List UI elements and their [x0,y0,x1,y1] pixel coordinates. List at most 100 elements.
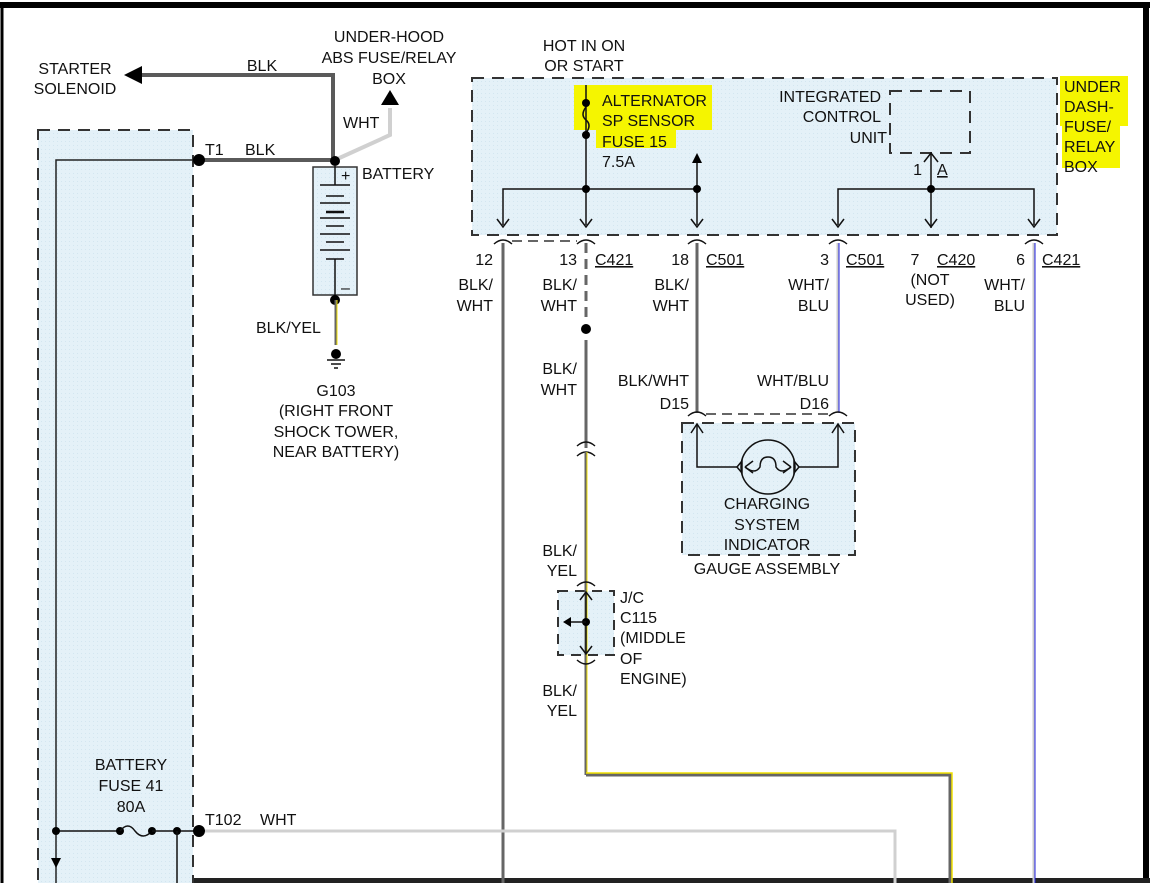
wire-blk-yel-return-stripe [586,772,953,883]
connector-c421-right: C421 [1042,252,1080,269]
indicator-label-1: CHARGING [724,496,810,513]
connector-arrows [493,218,1044,245]
jc-label-1: J/C [620,590,644,607]
wire-13-lower-label-2: WHT [541,382,578,399]
gauge-assembly-box [681,422,856,556]
jc-upper-wire-2: YEL [547,563,577,580]
bus-node-3 [927,185,935,193]
gauge-wire-left [696,425,737,468]
jc-label-2: C115 [620,610,657,627]
fuse-highlight-2 [596,128,676,148]
jc-lower-wire-2: YEL [547,703,577,720]
jc-upper-wire-1: BLK/ [542,543,577,560]
integrated-control-unit-box [889,90,971,154]
icu-label-1: INTEGRATED [779,89,881,106]
indicator-label-3: INDICATOR [724,537,811,554]
indicator-lamp-icon [736,439,800,495]
wire-13-lower-label-1: BLK/ [542,361,577,378]
gauge-arrow-right [831,422,845,434]
pin-18: 18 [671,252,689,269]
fuse-top-dot [582,99,590,107]
t1-label: T1 [205,142,224,159]
battery-label: BATTERY [362,166,435,183]
wire-bus-right [837,188,1035,225]
pin-7-note-2: USED) [905,292,955,309]
gauge-assembly-label: GAUGE ASSEMBLY [694,561,841,578]
jc-label-5: ENGINE) [620,671,687,688]
pin-13: 13 [559,252,577,269]
t102-wire-label: WHT [260,812,297,829]
abs-box-label-3: BOX [372,71,406,88]
battery-positive-dot [330,156,340,166]
battery-fuse-label-2: FUSE 41 [99,778,164,795]
wire-12-label-2: WHT [457,298,494,315]
box-label-highlight-2 [1062,124,1120,168]
icu-arrow-icon [923,151,939,163]
fuse-label-3: FUSE 15 [602,134,667,151]
pin-6: 6 [1016,252,1025,269]
wire-internal-left [55,159,199,883]
ground-label-1: G103 [316,383,355,400]
box-label-1: UNDER [1064,79,1121,96]
wire-abs-wht [334,108,392,162]
wire-6-label-2: BLU [994,298,1025,315]
jc-label-3: (MIDDLE [620,630,686,647]
wire-t102-wht [205,829,897,883]
ground-wire-label: BLK/YEL [256,320,321,337]
box-label-2: DASH- [1064,99,1114,116]
box-label-5: BOX [1064,159,1098,176]
t1-wire-label: BLK [245,142,276,159]
bus-node-2 [693,185,701,193]
pin-12: 12 [475,252,493,269]
pin-7-note-1: (NOT [910,272,949,289]
abs-box-label-1: UNDER-HOOD [334,29,444,46]
bus-node-1 [582,185,590,193]
wire-6-label-1: WHT/ [984,277,1025,294]
starter-solenoid-label-2: SOLENOID [34,81,117,98]
abs-arrow-icon [381,90,399,105]
icu-pin: 1 [913,162,922,179]
wire-3-label-2: BLU [798,298,829,315]
jc-arrow-up [579,590,593,601]
d15-label: D15 [660,396,689,413]
wire-13-label-1: BLK/ [542,277,577,294]
connector-c420: C420 [937,252,975,269]
splice-dot [581,324,591,334]
box-label-highlight [1060,76,1128,126]
up-arrow-icon [692,153,702,163]
d16-wire-label: WHT/BLU [757,373,829,390]
connector-c501-right: C501 [846,252,884,269]
fuse-label-2: SP SENSOR [602,113,695,130]
icu-label-3: UNIT [850,130,888,147]
jc-bottom-connector [576,659,596,665]
box-label-3: FUSE/ [1064,119,1112,136]
box-label-4: RELAY [1064,139,1116,156]
wire-12-label-1: BLK/ [458,277,493,294]
wire-18-label-2: WHT [653,298,690,315]
wire-13-label-2: WHT [541,298,578,315]
hot-label-1: HOT IN ON [543,38,625,55]
d16-label: D16 [800,396,829,413]
starter-arrow-icon [124,66,142,84]
icu-label-2: CONTROL [803,109,881,126]
battery-plus: + [341,168,350,185]
t102-terminal-dot [193,825,205,837]
connector-c501-left: C501 [706,252,744,269]
pin-7: 7 [911,252,920,269]
ground-label-3: SHOCK TOWER, [274,424,399,441]
jc-label-4: OF [620,651,642,668]
abs-wire-label: WHT [343,115,380,132]
fuse-15-icon [582,106,590,134]
battery-minus: – [341,280,350,297]
fuse-41-icon [119,825,153,837]
down-arrow-icon [51,858,61,868]
indicator-label-2: SYSTEM [734,517,800,534]
icu-connector: A [937,162,948,179]
bottom-scroll-edge [100,878,1150,883]
gauge-connector-icons [687,411,848,417]
connector-c421-left: C421 [595,252,633,269]
starter-wire-label: BLK [247,58,278,75]
wire-3-label-1: WHT/ [788,277,829,294]
jc-branch-arrow [563,617,571,627]
